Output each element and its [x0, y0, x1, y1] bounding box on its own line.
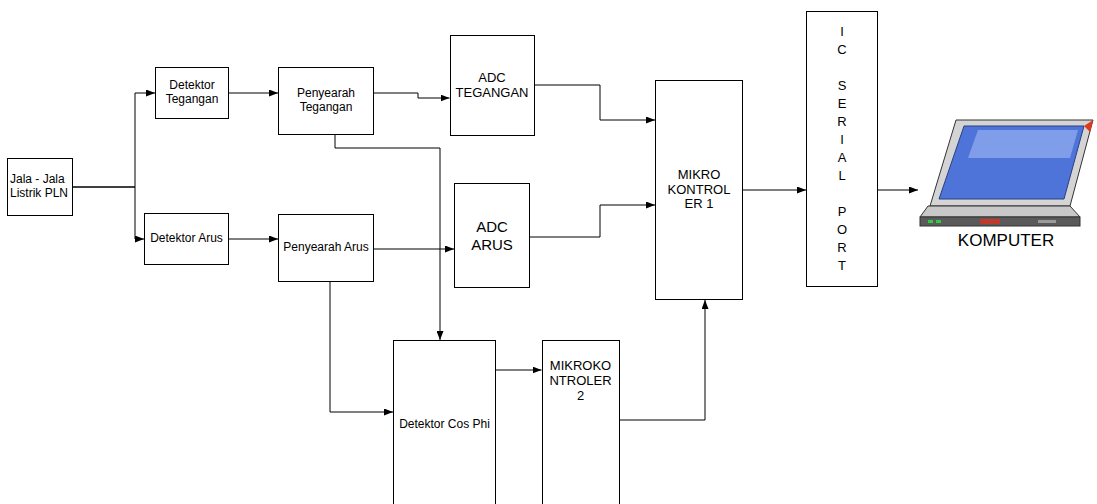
screen-reflection: [968, 130, 1078, 158]
letter: I: [836, 131, 849, 149]
laptop-led: [936, 220, 941, 223]
laptop-base-front: [920, 217, 1080, 226]
letter: P: [836, 203, 849, 221]
signal-arrow: [229, 239, 278, 240]
signal-arrow: [535, 85, 656, 120]
letter: A: [836, 149, 849, 167]
laptop-button: [980, 219, 1000, 224]
node-label: Detektor Cos Phi: [399, 418, 490, 432]
node-label: ADC TEGANGAN: [453, 71, 532, 101]
serial-port-box: IC SERIAL PORT: [806, 11, 878, 287]
node-label: Penyearah Arus: [283, 241, 368, 255]
signal-arrow: [330, 282, 393, 412]
adc-box: ADC TEGANGAN: [450, 35, 535, 136]
letter: L: [836, 167, 849, 185]
letter: T: [836, 257, 849, 275]
laptop-grille: [1038, 220, 1056, 223]
letter: S: [836, 77, 849, 95]
laptop-screen: [939, 126, 1084, 199]
node-label: IC SERIAL PORT: [836, 23, 849, 275]
signal-arrow: [73, 187, 144, 239]
node-label: ADC ARUS: [457, 218, 527, 253]
node-label: MIKRO KONTROL ER 1: [666, 168, 732, 213]
letter: R: [836, 239, 849, 257]
rectifier-box: Penyearah Arus: [278, 214, 374, 282]
laptop-lid: [930, 120, 1093, 206]
signal-arrow: [374, 93, 450, 98]
letter: [836, 185, 849, 203]
signal-arrow: [743, 190, 806, 191]
signal-arrow: [73, 93, 155, 187]
signal-arrow: [878, 190, 918, 191]
detector-box: Detektor Arus: [144, 213, 229, 265]
signal-arrow: [620, 300, 706, 420]
signal-arrow: [374, 249, 454, 250]
letter: O: [836, 221, 849, 239]
screen-corner: [1084, 120, 1093, 132]
letter: [836, 59, 849, 77]
signal-arrow: [530, 205, 655, 237]
laptop-base-top: [920, 206, 1080, 217]
node-label: Detektor Arus: [150, 232, 223, 246]
node-label: Jala - Jala Listrik PLN: [10, 173, 70, 201]
letter: I: [836, 23, 849, 41]
computer-node: KOMPUTER: [918, 118, 1094, 253]
letter: E: [836, 95, 849, 113]
source-box: Jala - Jala Listrik PLN: [7, 158, 73, 216]
microcontroller-box: MIKRO KONTROL ER 1: [655, 80, 743, 300]
letter: C: [836, 41, 849, 59]
adc-box: ADC ARUS: [454, 183, 530, 288]
signal-arrow: [229, 93, 278, 94]
node-caption: KOMPUTER: [958, 231, 1054, 251]
microcontroller-box: MIKROKO NTROLER 2: [542, 340, 620, 504]
laptop-led: [928, 220, 933, 223]
node-label: Penyearah Tegangan: [281, 87, 371, 115]
node-label: Detektor Tegangan: [158, 79, 226, 107]
node-label: MIKROKO NTROLER 2: [548, 359, 614, 404]
laptop-illustration: [918, 118, 1094, 230]
detector-box: Detektor Cos Phi: [393, 340, 496, 504]
letter: R: [836, 113, 849, 131]
detector-box: Detektor Tegangan: [155, 67, 229, 119]
signal-arrow: [496, 370, 542, 371]
rectifier-box: Penyearah Tegangan: [278, 67, 374, 135]
